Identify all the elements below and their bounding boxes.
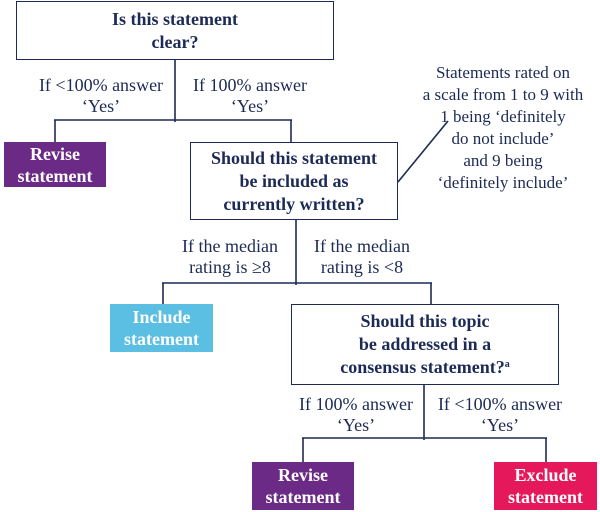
question-consensus-topic-box: Should this topic be addressed in a cons… xyxy=(291,304,559,385)
include-line1: Include xyxy=(132,307,191,327)
q1-left-branch-line2: ‘Yes’ xyxy=(81,96,121,116)
q2-right-branch-line1: If the median xyxy=(314,236,410,256)
note-pointer-line xyxy=(397,120,449,183)
question-clear-line2: clear? xyxy=(151,31,199,52)
question-consensus-line2: be addressed in a xyxy=(358,334,492,354)
q1-left-branch-line1: If <100% answer xyxy=(38,75,164,95)
q2-left-branch-label: If the median rating is ≥8 xyxy=(170,236,290,278)
q2-left-branch-line1: If the median xyxy=(182,236,278,256)
note-line3: 1 being ‘definitely xyxy=(440,107,566,126)
exclude-line1: Exclude xyxy=(514,465,577,485)
revise-statement-outcome-bottom: Revise statement xyxy=(252,462,354,510)
question-clear-box: Is this statement clear? xyxy=(16,1,334,60)
q3-right-branch-label: If <100% answer ‘Yes’ xyxy=(428,394,572,436)
q3-left-branch-line1: If 100% answer xyxy=(299,394,413,414)
q1-left-branch-label: If <100% answer ‘Yes’ xyxy=(29,75,173,117)
question-consensus-line3: consensus statement? xyxy=(340,357,505,377)
revise-top-line1: Revise xyxy=(30,143,80,164)
q1-right-branch-label: If 100% answer ‘Yes’ xyxy=(184,75,316,117)
q2-right-branch-line2: rating is <8 xyxy=(320,257,404,277)
note-line1: Statements rated on xyxy=(435,63,571,82)
question-include-line1: Should this statement xyxy=(210,147,378,168)
revise-bottom-line2: statement xyxy=(265,487,341,507)
note-line4: do not include’ xyxy=(451,129,555,148)
revise-statement-outcome-top: Revise statement xyxy=(4,142,106,187)
q3-right-branch-line2: ‘Yes’ xyxy=(480,415,520,435)
q1-right-branch-line1: If 100% answer xyxy=(193,75,307,95)
rating-scale-note: Statements rated on a scale from 1 to 9 … xyxy=(406,62,600,194)
q2-right-branch-label: If the median rating is <8 xyxy=(302,236,422,278)
exclude-statement-outcome: Exclude statement xyxy=(494,462,597,510)
note-line5: and 9 being xyxy=(463,151,543,170)
footnote-marker: a xyxy=(504,359,510,370)
question-include-line2: be included as xyxy=(239,170,349,191)
note-line2: a scale from 1 to 9 with xyxy=(422,85,584,104)
note-line6: ‘definitely include’ xyxy=(437,173,569,192)
question-include-line3: currently written? xyxy=(223,193,365,214)
question-include-as-written-box: Should this statement be included as cur… xyxy=(190,142,398,220)
question-clear-line1: Is this statement xyxy=(112,8,238,29)
q3-left-branch-label: If 100% answer ‘Yes’ xyxy=(290,394,422,436)
q3-left-branch-line2: ‘Yes’ xyxy=(336,415,376,435)
revise-top-line2: statement xyxy=(17,165,93,186)
exclude-line2: statement xyxy=(508,487,583,507)
revise-bottom-line1: Revise xyxy=(278,465,328,485)
question-consensus-line1: Should this topic xyxy=(360,311,490,331)
q1-right-branch-line2: ‘Yes’ xyxy=(230,96,270,116)
q2-left-branch-line2: rating is ≥8 xyxy=(189,257,271,277)
include-statement-outcome: Include statement xyxy=(110,304,213,352)
include-line2: statement xyxy=(124,329,199,349)
q3-right-branch-line1: If <100% answer xyxy=(437,394,563,414)
